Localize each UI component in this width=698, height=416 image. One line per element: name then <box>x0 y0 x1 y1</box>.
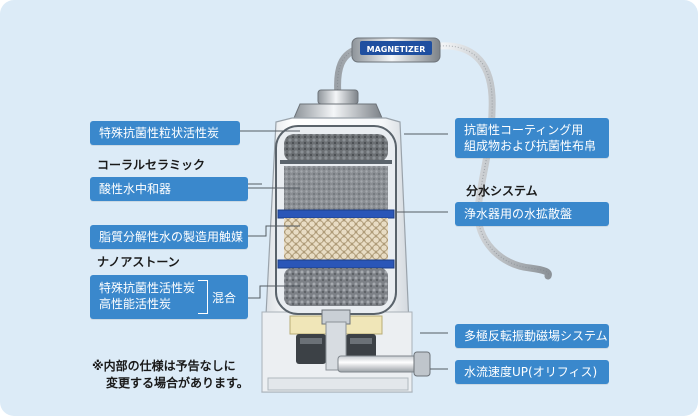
label-lipid-catalyst: 脂質分解性水の製造用触媒 <box>90 225 248 249</box>
mixed-tag: 混合 <box>212 291 237 305</box>
coating-line-1: 抗菌性コーティング用 <box>464 123 584 137</box>
magnetizer-badge-text: MAGNETIZER <box>367 45 426 54</box>
spec-note-line-1: ※内部の仕様は予告なしに <box>92 359 236 373</box>
label-flow-speed-orifice: 水流速度UP(オリフィス) <box>455 360 609 384</box>
label-mixed-carbon: 特殊抗菌性活性炭 高性能活性炭 <box>90 275 248 319</box>
coating-line-2: 組成物および抗菌性布帛 <box>464 139 597 153</box>
mixed-carbon-line-1: 特殊抗菌性活性炭 <box>99 281 196 295</box>
mixed-carbon-line-2: 高性能活性炭 <box>99 297 172 311</box>
heading-nanoastone: ナノアストーン <box>97 255 180 269</box>
label-antibacterial-coating: 抗菌性コーティング用 組成物および抗菌性布帛 <box>455 118 609 158</box>
label-magnetic-field-system: 多極反転振動磁場システム <box>455 324 609 348</box>
diffusion-disk-1 <box>277 209 395 219</box>
mixed-bracket <box>198 280 208 314</box>
label-antibacterial-granular-carbon: 特殊抗菌性粒状活性炭 <box>90 121 240 145</box>
leader-lines <box>240 130 448 370</box>
heading-coral-ceramic: コーラルセラミック <box>97 158 206 172</box>
diffusion-disk-2 <box>277 259 395 269</box>
label-acid-neutralizer: 酸性水中和器 <box>90 177 248 201</box>
heading-water-distribution: 分水システム <box>466 184 538 198</box>
spec-note: ※内部の仕様は予告なしに 変更する場合があります。 <box>92 358 249 392</box>
spec-note-line-2: 変更する場合があります。 <box>106 376 249 390</box>
label-water-diffusion-disk: 浄水器用の水拡散盤 <box>455 202 609 226</box>
